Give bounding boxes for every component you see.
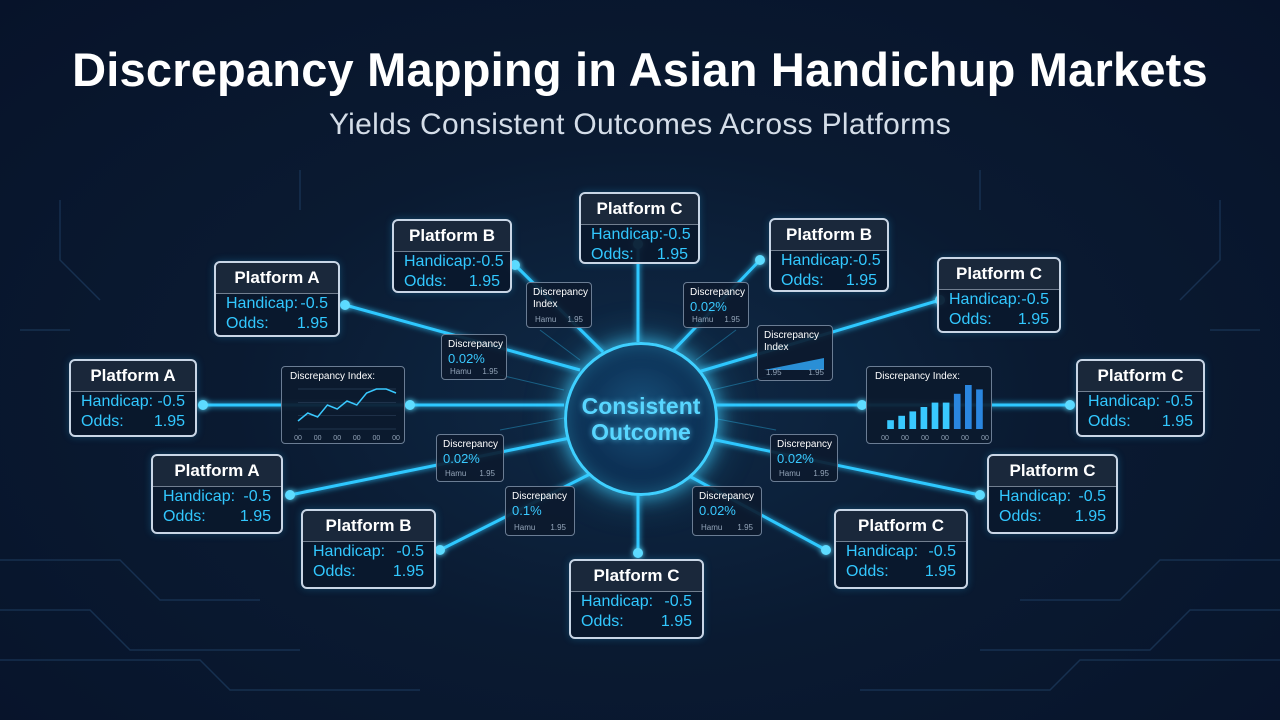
platform-card: Platform C Handicap:-0.5 Odds:1.95: [937, 257, 1061, 333]
platform-name: Platform C: [581, 194, 698, 225]
bar-chart-title: Discrepancy Index:: [875, 371, 961, 382]
bar: [965, 385, 972, 429]
x-tick-label: 00: [392, 435, 400, 442]
consistent-outcome-node: Consistent Outcome: [564, 342, 718, 496]
handicap-row: Handicap:-0.5: [404, 253, 504, 270]
odds-row: Odds:1.95: [581, 613, 692, 630]
platform-name: Platform C: [989, 456, 1116, 487]
page-title: Discrepancy Mapping in Asian Handichup M…: [72, 43, 1208, 96]
bar: [942, 402, 950, 429]
bar: [920, 407, 928, 429]
platform-name: Platform C: [571, 561, 702, 592]
platform-name: Platform A: [216, 263, 338, 294]
odds-row: Odds:1.95: [313, 563, 424, 580]
handicap-row: Handicap:-0.5: [781, 252, 881, 269]
platform-card: Platform C Handicap:-0.5 Odds:1.95: [1076, 359, 1205, 437]
handicap-row: Handicap:-0.5: [1088, 393, 1193, 410]
x-tick-label: 00: [981, 435, 989, 442]
page-subtitle: Yields Consistent Outcomes Across Platfo…: [328, 108, 951, 141]
handicap-row: Handicap:-0.5: [313, 543, 424, 560]
line-chart-title: Discrepancy Index:: [290, 371, 376, 382]
handicap-row: Handicap:-0.5: [949, 291, 1049, 308]
platform-name: Platform C: [939, 259, 1059, 290]
x-tick-label: 00: [373, 435, 381, 442]
x-tick-label: 00: [314, 435, 322, 442]
platform-name: Platform C: [836, 511, 966, 542]
odds-row: Odds:1.95: [846, 563, 956, 580]
odds-row: Odds:1.95: [163, 508, 271, 525]
platform-card: Platform C Handicap:-0.5 Odds:1.95: [569, 559, 704, 639]
odds-row: Odds:1.95: [591, 246, 688, 263]
x-tick-label: 00: [353, 435, 361, 442]
series-line: [297, 388, 397, 422]
handicap-row: Handicap:-0.5: [226, 295, 328, 312]
x-tick-label: 00: [294, 435, 302, 442]
handicap-row: Handicap:-0.5: [581, 593, 692, 610]
platform-name: Platform B: [303, 511, 434, 542]
odds-row: Odds:1.95: [1088, 413, 1193, 430]
handicap-row: Handicap:-0.5: [591, 226, 691, 243]
x-tick-label: 00: [961, 435, 969, 442]
platform-name: Platform B: [771, 220, 887, 251]
odds-row: Odds:1.95: [81, 413, 185, 430]
platform-card: Platform A Handicap:-0.5 Odds:1.95: [69, 359, 197, 437]
handicap-row: Handicap:-0.5: [846, 543, 956, 560]
bar: [931, 402, 939, 429]
odds-row: Odds:1.95: [404, 273, 500, 290]
platform-card: Platform B Handicap:-0.5 Odds:1.95: [392, 219, 512, 293]
x-tick-label: 00: [333, 435, 341, 442]
odds-row: Odds:1.95: [226, 315, 328, 332]
x-tick-label: 00: [941, 435, 949, 442]
x-tick-label: 00: [881, 435, 889, 442]
line-chart-svg: 00 00 00 00 00 00: [294, 388, 400, 442]
center-line-2: Outcome: [591, 419, 691, 445]
platform-name: Platform A: [153, 456, 281, 487]
handicap-row: Handicap:-0.5: [163, 488, 271, 505]
bar: [976, 389, 983, 429]
platform-card: Platform C Handicap:-0.5 Odds:1.95: [987, 454, 1118, 534]
discrepancy-index-line-chart: Discrepancy Index: 00 00 00 00 00 00: [281, 366, 405, 444]
odds-row: Odds:1.95: [949, 311, 1049, 328]
circuit-traces: [0, 170, 1280, 691]
bar: [898, 415, 905, 429]
x-tick-label: 00: [921, 435, 929, 442]
odds-row: Odds:1.95: [999, 508, 1106, 525]
bar: [909, 411, 917, 429]
platform-card: Platform C Handicap:-0.5 Odds:1.95: [834, 509, 968, 589]
platform-card: Platform A Handicap:-0.5 Odds:1.95: [214, 261, 340, 337]
platform-card: Platform B Handicap:-0.5 Odds:1.95: [769, 218, 889, 292]
platform-name: Platform C: [1078, 361, 1203, 392]
bar: [953, 393, 961, 429]
bar-chart-svg: 00 00 00 00 00 00: [881, 385, 989, 442]
platform-card: Platform C Handicap:-0.5 Odds:1.95: [579, 192, 700, 264]
center-line-1: Consistent: [581, 393, 701, 419]
platform-name: Platform B: [394, 221, 510, 252]
handicap-row: Handicap:-0.5: [81, 393, 185, 410]
platform-card: Platform A Handicap:-0.5 Odds:1.95: [151, 454, 283, 534]
bar: [887, 420, 894, 429]
mini-bar-icon: [764, 358, 824, 370]
platform-name: Platform A: [71, 361, 195, 392]
x-tick-label: 00: [901, 435, 909, 442]
discrepancy-index-bar-chart: Discrepancy Index: 00 00 00 00 00 00: [866, 366, 992, 444]
handicap-row: Handicap:-0.5: [999, 488, 1106, 505]
platform-card: Platform B Handicap:-0.5 Odds:1.95: [301, 509, 436, 589]
odds-row: Odds:1.95: [781, 272, 877, 289]
